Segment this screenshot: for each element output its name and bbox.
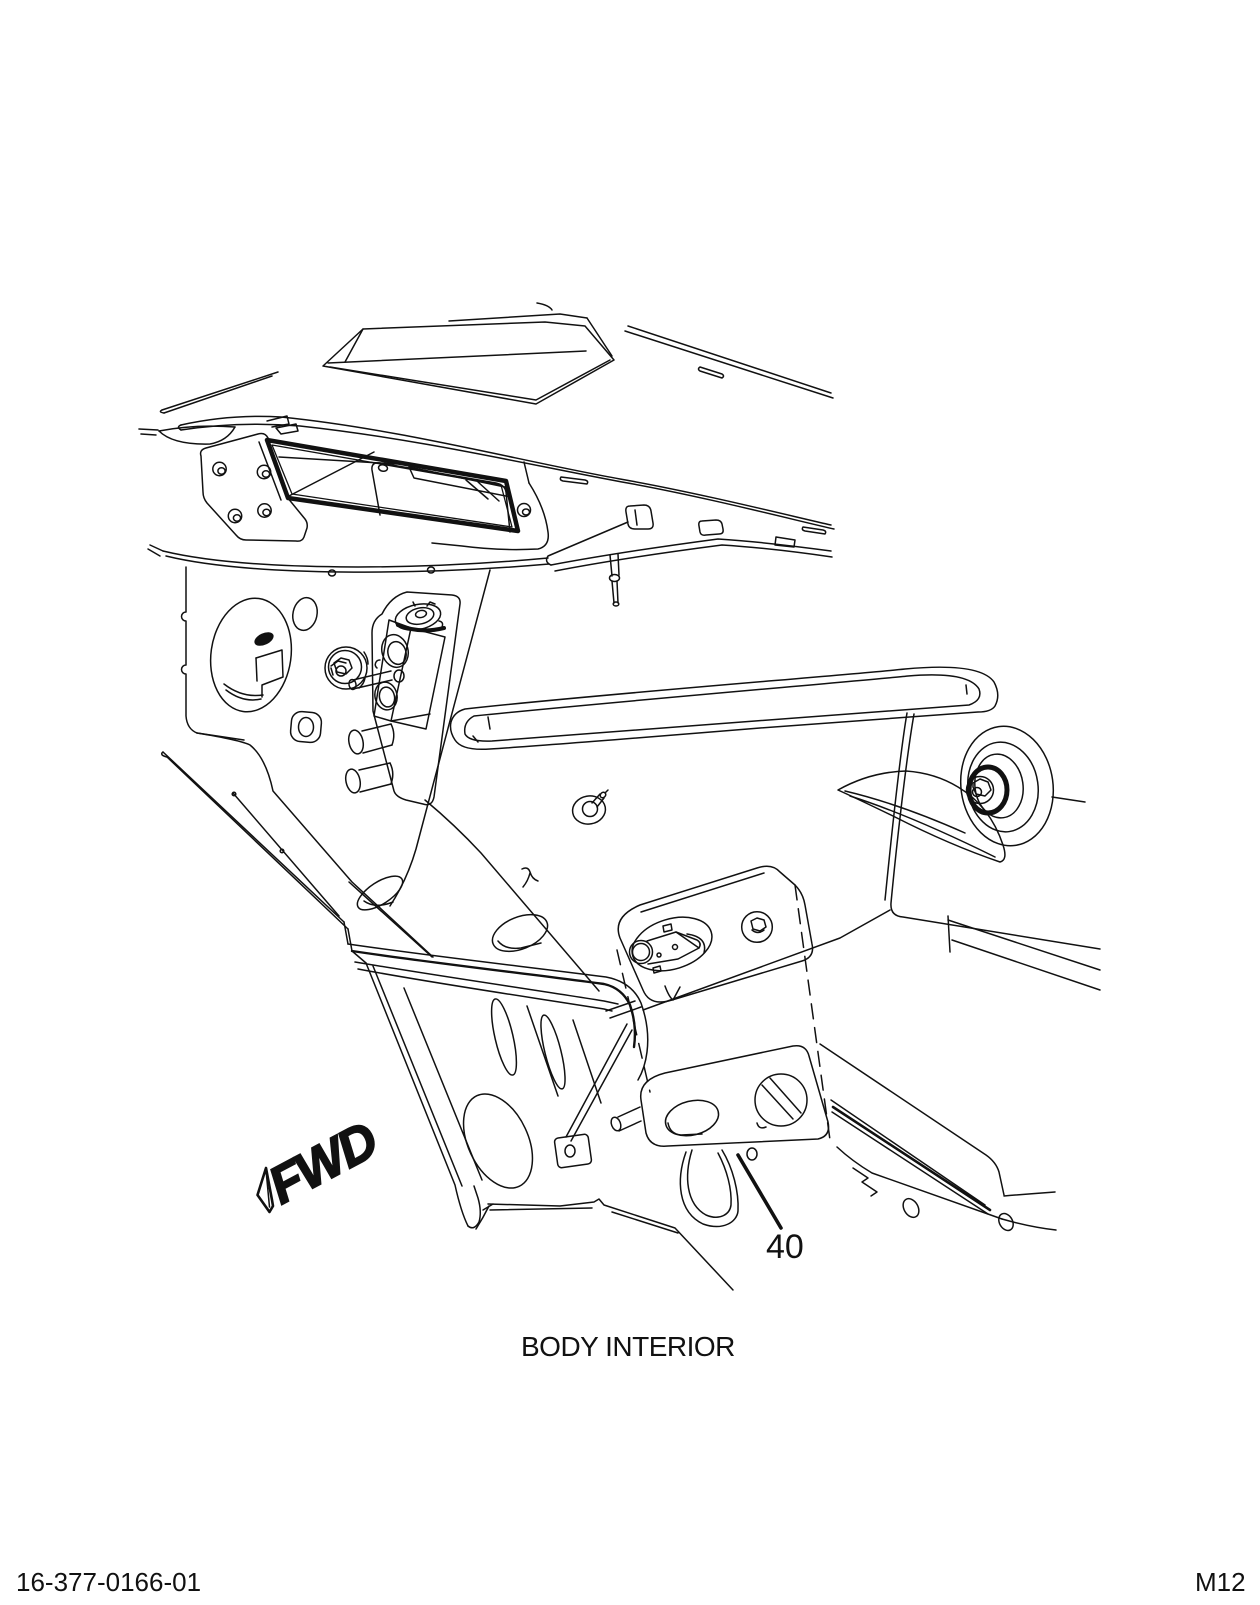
svg-text:16-377-0166-01: 16-377-0166-01 xyxy=(16,1567,201,1597)
svg-text:FWD: FWD xyxy=(259,1111,387,1216)
svg-text:BODY INTERIOR: BODY INTERIOR xyxy=(521,1331,735,1362)
svg-text:40: 40 xyxy=(766,1228,804,1266)
svg-text:M12: M12 xyxy=(1195,1567,1246,1597)
